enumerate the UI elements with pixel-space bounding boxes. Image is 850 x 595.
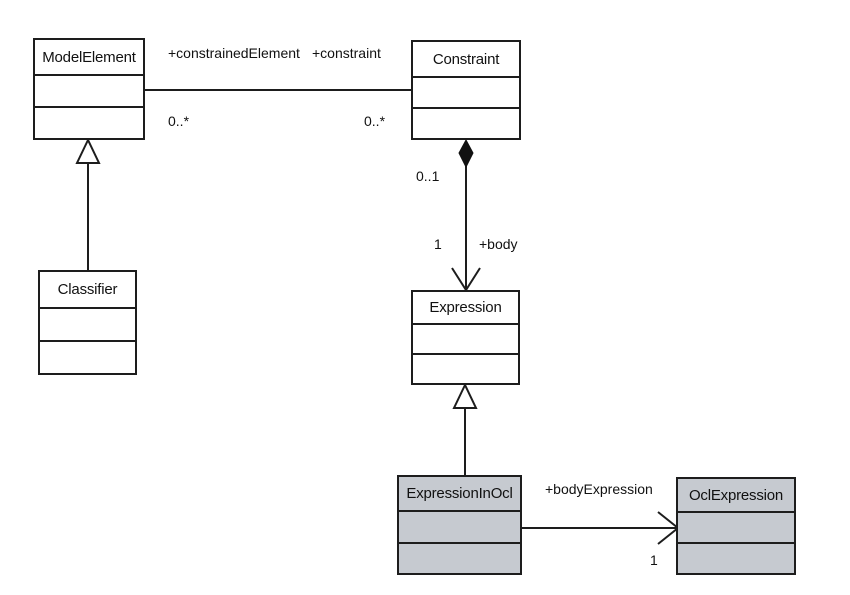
uml-class-ocl-expression[interactable]: OclExpression	[676, 477, 796, 575]
uml-class-expression-in-ocl[interactable]: ExpressionInOcl	[397, 475, 522, 575]
association-bodyexpression	[522, 511, 680, 545]
role-label-constrained-element: +constrainedElement	[168, 45, 300, 61]
multiplicity-label-constraint-end: 0..1	[416, 168, 440, 184]
class-name-compartment: Expression	[413, 292, 518, 325]
class-name-label: ExpressionInOcl	[406, 485, 513, 502]
generalization-expressioninocl-expression	[452, 382, 478, 475]
class-name-label: Expression	[429, 299, 502, 316]
role-label-body-expression: +bodyExpression	[545, 481, 653, 497]
attributes-compartment	[678, 513, 794, 544]
role-label-body: +body	[479, 236, 518, 252]
class-name-label: ModelElement	[42, 48, 136, 66]
operations-compartment	[678, 544, 794, 573]
role-label-constraint: +constraint	[312, 45, 381, 61]
class-name-label: Constraint	[432, 50, 500, 68]
attributes-compartment	[35, 76, 143, 108]
operations-compartment	[399, 544, 520, 574]
uml-class-constraint[interactable]: Constraint	[411, 40, 521, 140]
multiplicity-label-body-end: 1	[434, 236, 442, 252]
class-name-compartment: Constraint	[413, 42, 519, 78]
attributes-compartment	[413, 78, 519, 109]
attributes-compartment	[413, 325, 518, 355]
uml-class-model-element[interactable]: ModelElement	[33, 38, 145, 140]
attributes-compartment	[40, 309, 135, 342]
class-name-compartment: ExpressionInOcl	[399, 477, 520, 512]
class-name-label: Classifier	[57, 281, 118, 298]
class-name-compartment: OclExpression	[678, 479, 794, 513]
multiplicity-label-constraint: 0..*	[364, 113, 386, 129]
multiplicity-label-constrained-element: 0..*	[168, 113, 190, 129]
operations-compartment	[413, 355, 518, 383]
uml-class-classifier[interactable]: Classifier	[38, 270, 137, 375]
class-name-compartment: Classifier	[40, 272, 135, 309]
class-name-label: OclExpression	[688, 486, 784, 504]
attributes-compartment	[399, 512, 520, 544]
multiplicity-label-ocl-expression-end: 1	[650, 552, 658, 568]
operations-compartment	[40, 342, 135, 373]
generalization-classifier-modelelement	[75, 137, 101, 270]
class-name-compartment: ModelElement	[35, 40, 143, 76]
composition-constraint-expression	[451, 138, 481, 292]
uml-class-expression[interactable]: Expression	[411, 290, 520, 385]
operations-compartment	[35, 108, 143, 138]
operations-compartment	[413, 109, 519, 138]
